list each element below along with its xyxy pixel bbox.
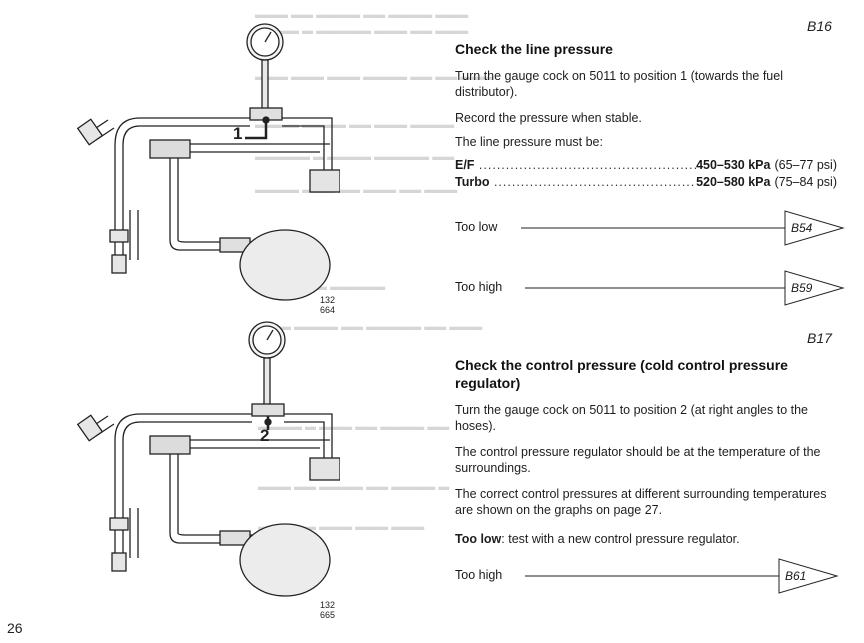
figure-1-code: 132 664 <box>320 295 336 315</box>
spec-row-turbo: Turbo ..................................… <box>455 174 837 190</box>
figure-2-callout: 2 <box>260 426 270 445</box>
branch-target: B61 <box>785 569 807 583</box>
hose-diagram-1-graphic <box>76 23 341 301</box>
spec-value: 450–530 kPa <box>696 158 771 172</box>
leader-dots: ........................................… <box>478 158 697 172</box>
arrow-pointer-graphic <box>525 558 839 594</box>
spec-unit: (75–84 psi) <box>774 175 837 189</box>
branch-too-high-b61[interactable]: Too high B61 <box>455 557 850 597</box>
branch-label: Too low <box>455 220 498 234</box>
branch-label: Too high <box>455 280 503 294</box>
paragraph: Record the pressure when stable. <box>455 111 642 125</box>
spec-row-ef: E/F ....................................… <box>455 157 837 173</box>
pressure-gauge-diagram-1: 1 132 664 <box>70 20 341 315</box>
too-low-text: : test with a new control pressure regul… <box>501 532 740 546</box>
section-heading-control-pressure: Check the control pressure (cold control… <box>455 357 788 391</box>
paragraph: Turn the gauge cock on 5011 to position … <box>455 69 783 99</box>
arrow-pointer-graphic <box>525 270 845 306</box>
page-number: 26 <box>7 620 23 636</box>
spec-label: Turbo <box>455 175 490 189</box>
too-low-instruction: Too low: test with a new control pressur… <box>455 531 840 547</box>
branch-label: Too high <box>455 568 503 582</box>
section-ref-b17: B17 <box>807 330 832 346</box>
branch-too-low[interactable]: Too low B54 <box>455 209 850 249</box>
too-low-label: Too low <box>455 532 502 546</box>
branch-too-high[interactable]: Too high B59 <box>455 269 850 309</box>
pressure-gauge-diagram-2: 2 132 665 <box>70 318 341 620</box>
section-ref-b16: B16 <box>807 18 832 34</box>
arrow-pointer-graphic <box>521 210 845 246</box>
section-heading-line-pressure: Check the line pressure <box>455 41 613 57</box>
branch-target: B59 <box>791 281 813 295</box>
spec-label: E/F <box>455 158 475 172</box>
figures-column: 1 132 664 <box>7 20 341 636</box>
leader-dots: ........................................… <box>493 175 696 189</box>
hose-diagram-2-graphic <box>76 321 341 597</box>
figure-2-code: 132 665 <box>320 600 336 620</box>
paragraph: The control pressure regulator should be… <box>455 445 821 475</box>
paragraph: The correct control pressures at differe… <box>455 487 827 517</box>
paragraph: Turn the gauge cock on 5011 to position … <box>455 403 809 433</box>
branch-target: B54 <box>791 221 813 235</box>
paragraph: The line pressure must be: <box>455 135 603 149</box>
spec-value: 520–580 kPa <box>696 175 771 189</box>
figure-1-callout: 1 <box>233 124 243 143</box>
spec-unit: (65–77 psi) <box>774 158 837 172</box>
